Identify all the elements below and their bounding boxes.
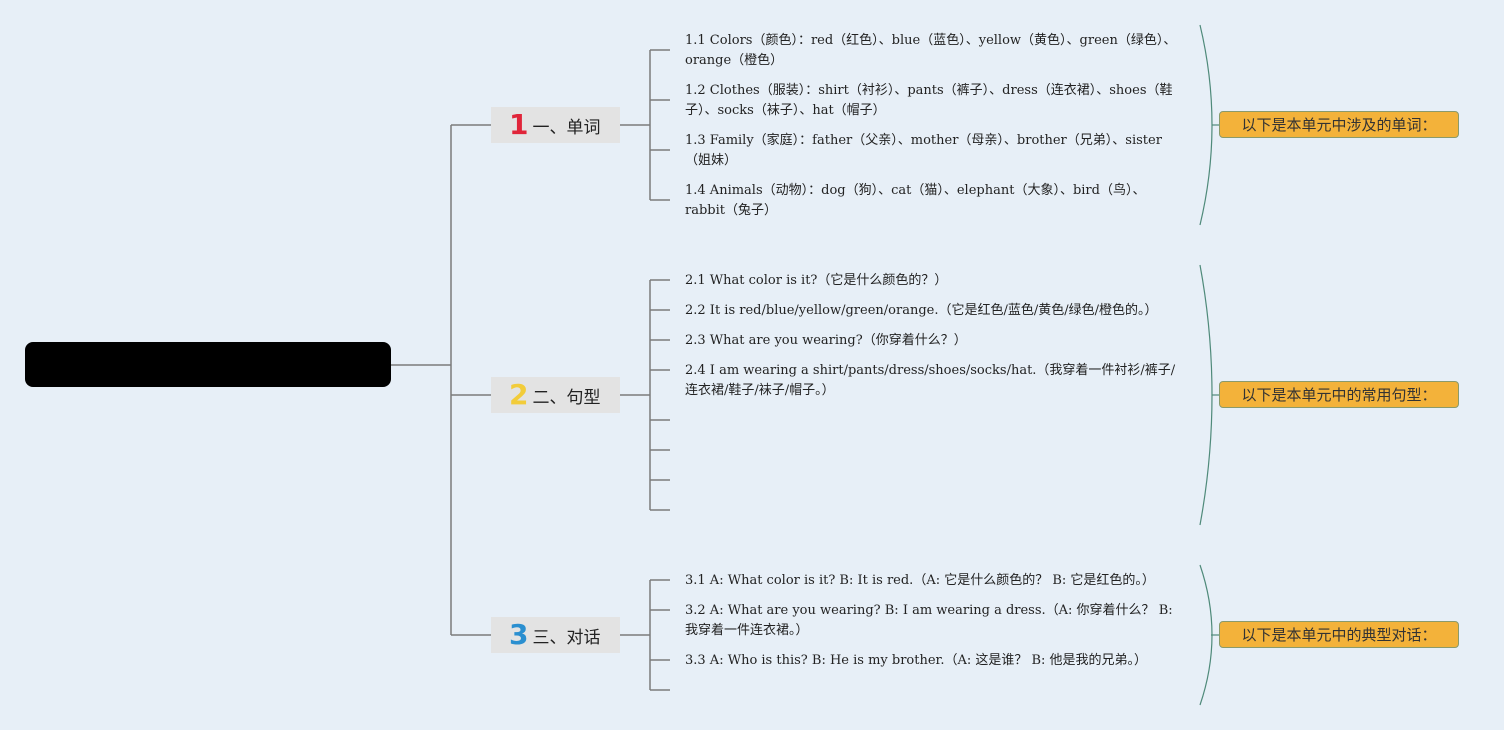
leaf-item[interactable]: 2.2 It is red/blue/yellow/green/orange.（…: [685, 303, 1158, 318]
leaf-item[interactable]: 3.2 A: What are you wearing? B: I am wea…: [685, 603, 1173, 638]
leaf-item[interactable]: 2.3 What are you wearing?（你穿着什么？）: [685, 333, 967, 348]
leaf-item[interactable]: 3.1 A: What color is it? B: It is red.（A…: [685, 573, 1155, 588]
root-topic-redacted[interactable]: [25, 342, 391, 387]
branch-title: 一、单词: [532, 117, 601, 138]
branch-number: 1: [509, 108, 529, 141]
branch-vocabulary[interactable]: 1 一、单词: [491, 107, 620, 143]
branch-number: 3: [509, 618, 529, 651]
branch-dialogues[interactable]: 3 三、对话: [491, 617, 620, 653]
branch-title: 二、句型: [532, 387, 601, 408]
callout-dialogues[interactable]: 以下是本单元中的典型对话：: [1219, 621, 1459, 648]
callout-sentence-patterns[interactable]: 以下是本单元中的常用句型：: [1219, 381, 1459, 408]
leaf-item[interactable]: 1.2 Clothes（服装）：shirt（衬衫）、pants（裤子）、dres…: [685, 83, 1173, 118]
leaf-item[interactable]: 3.3 A: Who is this? B: He is my brother.…: [685, 653, 1148, 668]
leaf-item[interactable]: 1.1 Colors（颜色）：red（红色）、blue（蓝色）、yellow（黄…: [685, 33, 1177, 68]
leaf-item[interactable]: 2.1 What color is it?（它是什么颜色的？）: [685, 273, 948, 288]
branch-number: 2: [509, 378, 529, 411]
callout-vocabulary[interactable]: 以下是本单元中涉及的单词：: [1219, 111, 1459, 138]
branch-sentence-patterns[interactable]: 2 二、句型: [491, 377, 620, 413]
leaf-item[interactable]: 2.4 I am wearing a shirt/pants/dress/sho…: [685, 363, 1176, 398]
leaf-item[interactable]: 1.3 Family（家庭）：father（父亲）、mother（母亲）、bro…: [685, 133, 1162, 168]
leaf-item[interactable]: 1.4 Animals（动物）：dog（狗）、cat（猫）、elephant（大…: [685, 183, 1146, 218]
branch-title: 三、对话: [532, 627, 601, 648]
